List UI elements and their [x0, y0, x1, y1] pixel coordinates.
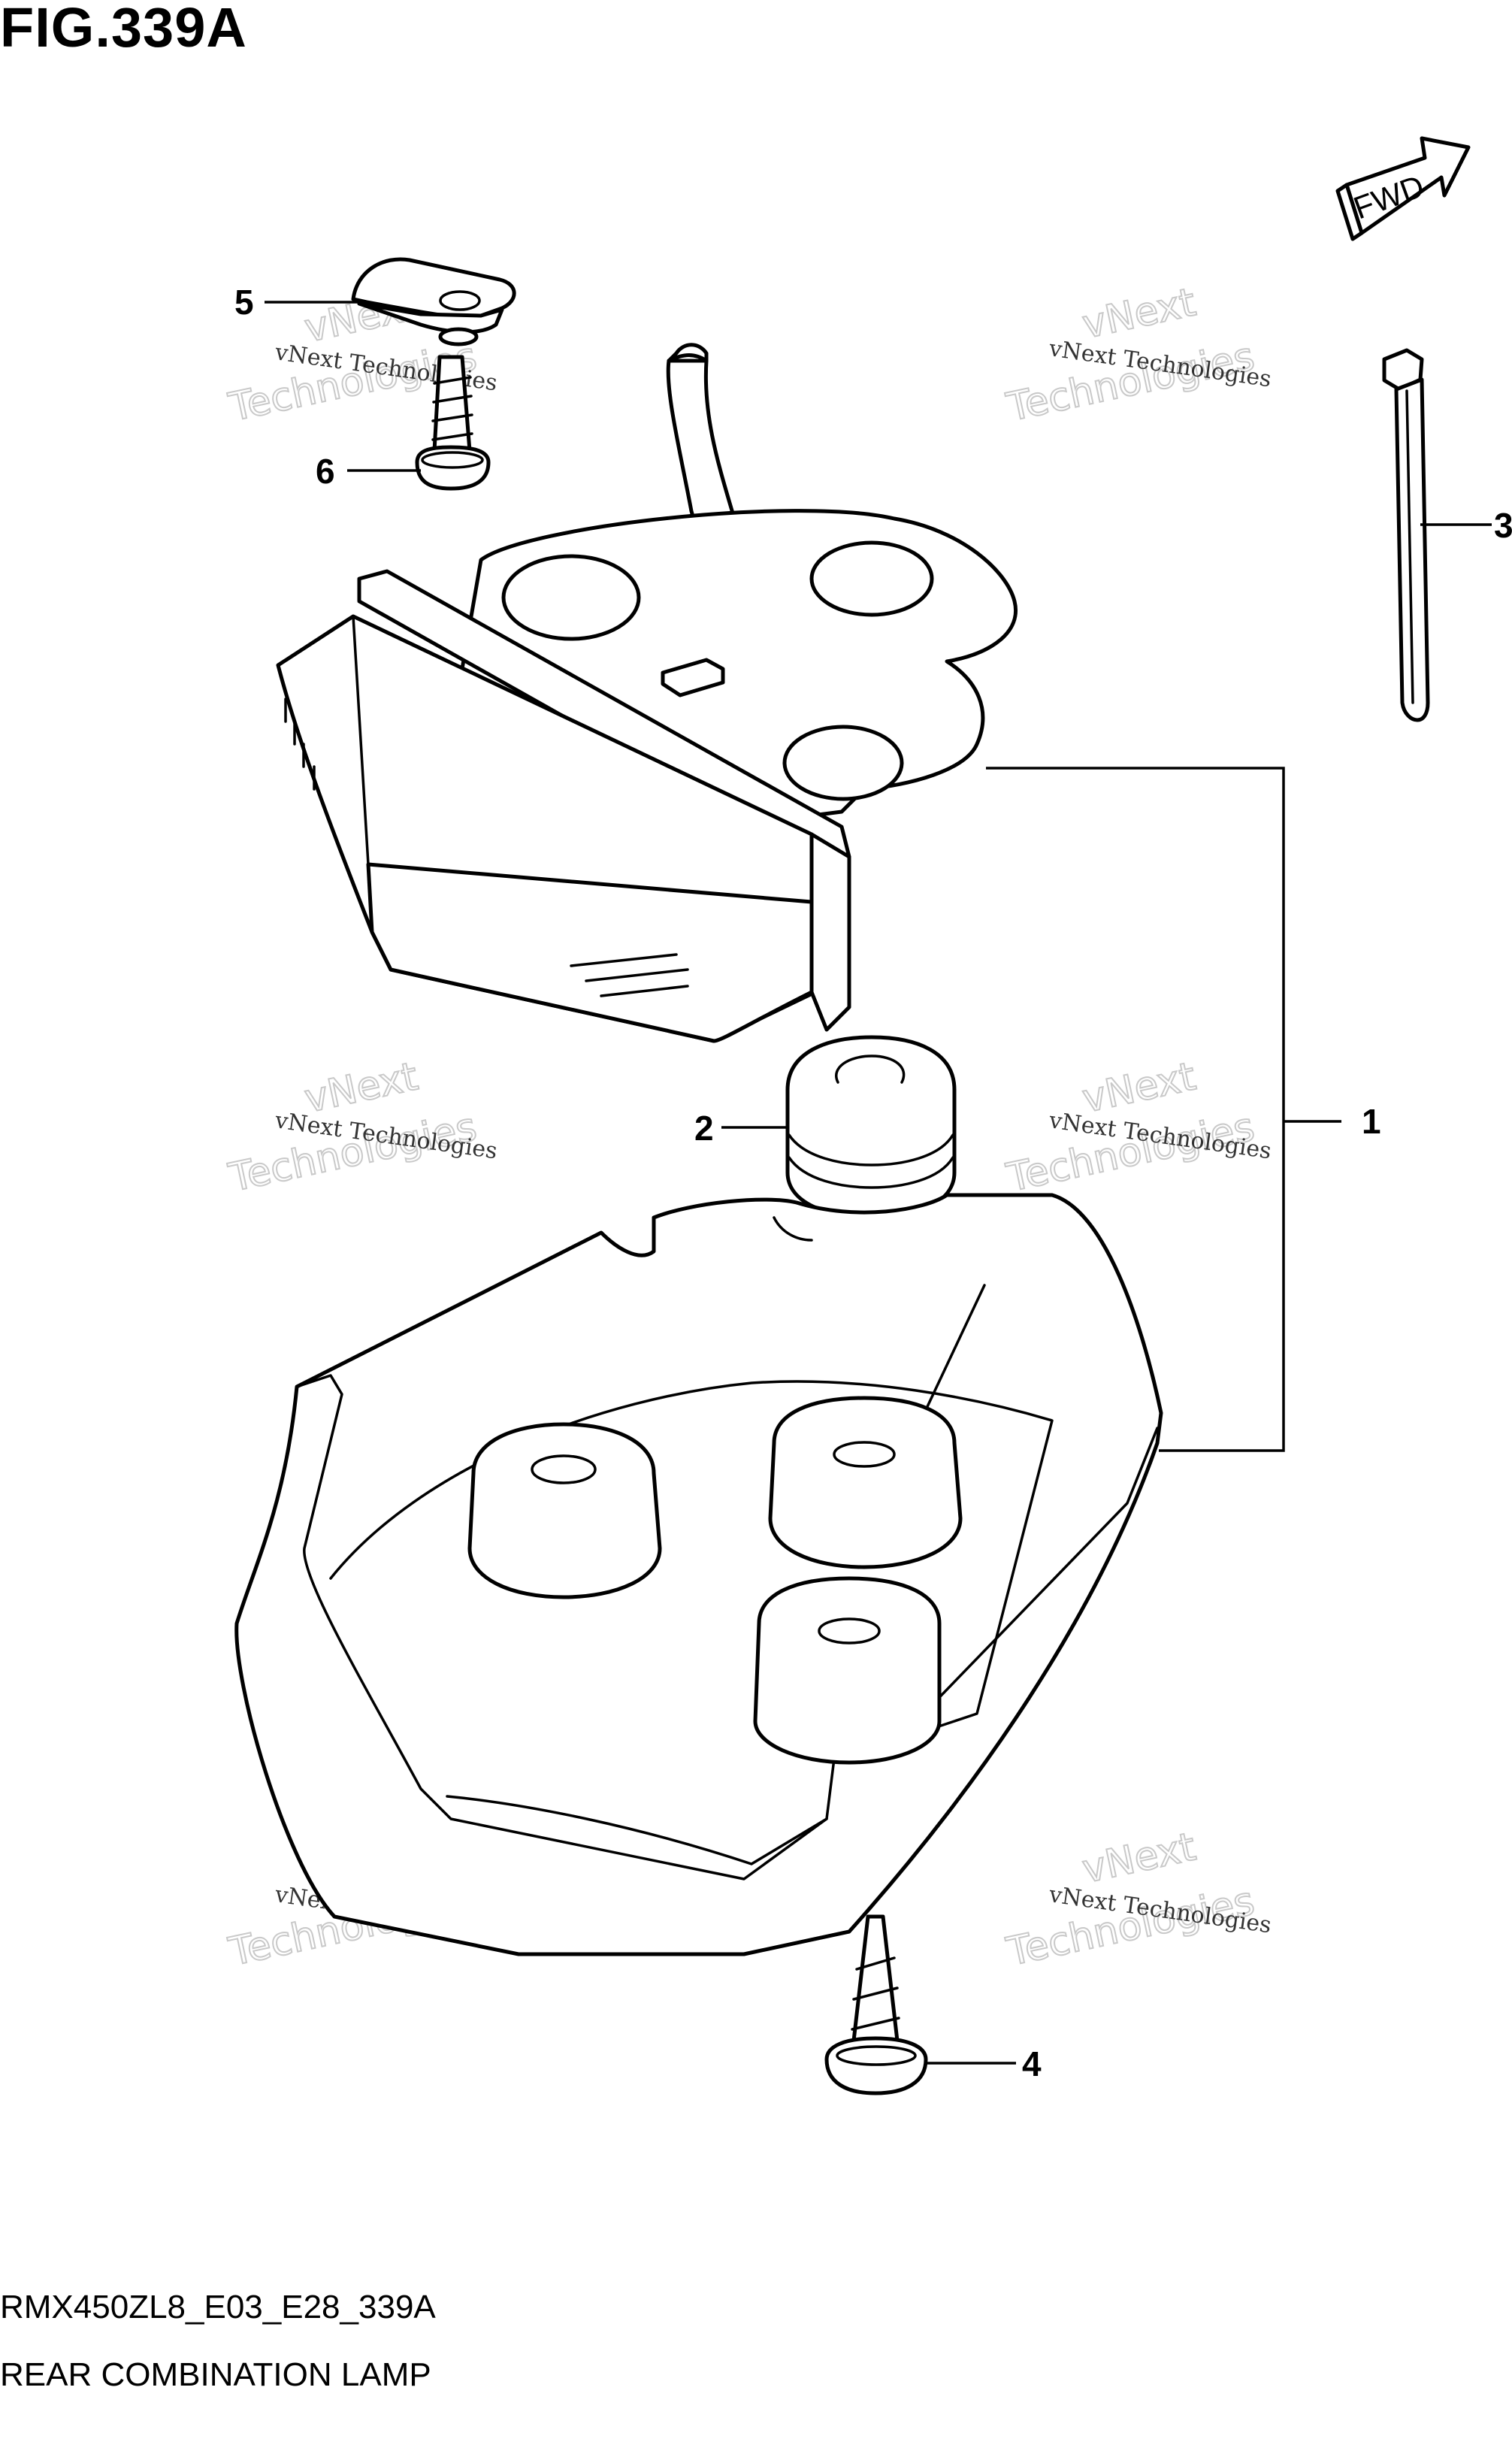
assembly-name: REAR COMBINATION LAMP	[0, 2356, 431, 2393]
tail-lamp-assembly-part-1	[276, 343, 1018, 1043]
callout-1: 1	[1362, 1102, 1381, 1141]
callout-2: 2	[694, 1109, 714, 1148]
screw-part-6	[415, 355, 491, 491]
watermark-mid-left: Technologies vNext vNext Technologies	[224, 1053, 499, 1201]
svg-text:vNext: vNext	[1078, 1824, 1199, 1892]
leader-lines	[265, 301, 1492, 2065]
callout-6: 6	[316, 452, 335, 491]
callout-3: 3	[1494, 506, 1512, 545]
screw-part-4	[824, 1914, 928, 2095]
svg-text:vNext: vNext	[1078, 1054, 1199, 1121]
clamp-part-5	[351, 257, 516, 346]
lens-base-part-1	[234, 1193, 1163, 1956]
watermark-bottom-right: Technologies vNext vNext Technologies	[1002, 1823, 1273, 1975]
figure-title: FIG.339A	[0, 0, 247, 59]
fwd-arrow-icon: FWD	[1335, 136, 1471, 241]
watermark-mid-right: Technologies vNext vNext Technologies	[1002, 1053, 1273, 1201]
callout-5: 5	[234, 283, 254, 322]
diagram-code: RMX450ZL8_E03_E28_339A	[0, 2289, 436, 2325]
callout-labels: 5 6 3 1 2 4	[234, 283, 1512, 2083]
grommet-part-2	[785, 1035, 957, 1220]
svg-text:vNext: vNext	[1078, 280, 1199, 347]
callout-4: 4	[1022, 2044, 1042, 2083]
cable-tie-part-3	[1382, 348, 1430, 722]
watermark-top-right: Technologies vNext vNext Technologies	[1002, 279, 1273, 431]
svg-text:vNext: vNext	[301, 1054, 422, 1121]
